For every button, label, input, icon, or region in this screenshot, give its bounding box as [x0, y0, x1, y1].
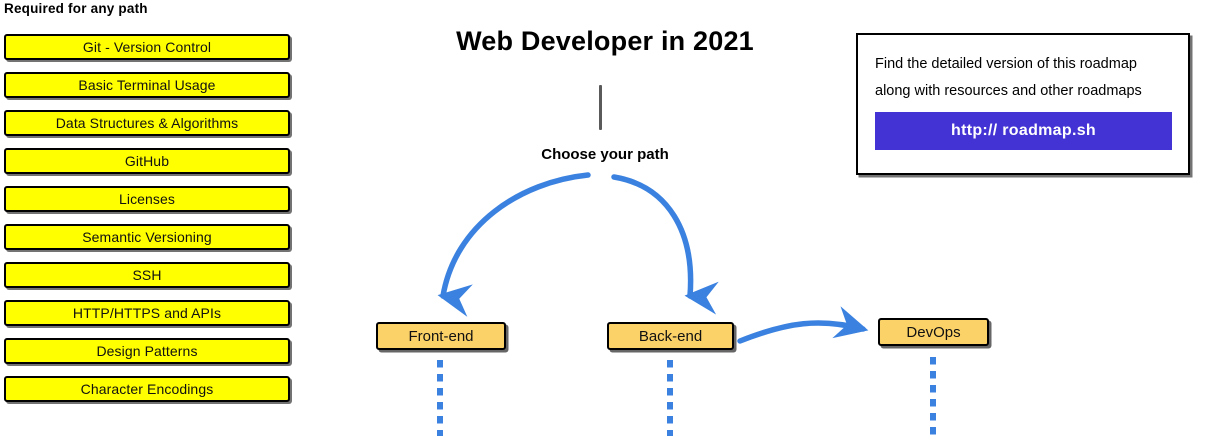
title-stem-line — [599, 85, 602, 130]
roadmap-link-button[interactable]: http:// roadmap.sh — [875, 112, 1172, 150]
path-box-back-end[interactable]: Back-end — [607, 322, 734, 350]
required-section-heading: Required for any path — [4, 1, 148, 16]
required-topic-label: Git - Version Control — [82, 39, 212, 55]
dotted-line-back-end — [667, 360, 673, 436]
path-box-label: Back-end — [638, 327, 703, 345]
required-topic-semantic-versioning[interactable]: Semantic Versioning — [4, 224, 290, 250]
required-topic-label: Data Structures & Algorithms — [55, 115, 239, 131]
arrow-to-frontend — [437, 172, 591, 317]
required-topic-label: Basic Terminal Usage — [78, 77, 216, 93]
path-box-label: DevOps — [906, 323, 961, 341]
required-topic-github[interactable]: GitHub — [4, 148, 290, 174]
dotted-line-front-end — [437, 360, 443, 436]
required-topic-http-https-apis[interactable]: HTTP/HTTPS and APIs — [4, 300, 290, 326]
choose-your-path-label: Choose your path — [541, 146, 669, 163]
arrow-to-backend — [611, 174, 719, 315]
required-topic-label: SSH — [132, 267, 162, 283]
required-topic-design-patterns[interactable]: Design Patterns — [4, 338, 290, 364]
required-topic-licenses[interactable]: Licenses — [4, 186, 290, 212]
page-title: Web Developer in 2021 — [456, 26, 754, 56]
required-topic-label: GitHub — [124, 153, 170, 169]
required-topic-label: Design Patterns — [96, 343, 198, 359]
path-box-label: Front-end — [408, 327, 474, 345]
roadmap-link-label: http:// roadmap.sh — [951, 122, 1096, 139]
path-box-front-end[interactable]: Front-end — [376, 322, 506, 350]
required-topic-character-encodings[interactable]: Character Encodings — [4, 376, 290, 402]
required-topics-list: Git - Version Control Basic Terminal Usa… — [4, 34, 290, 414]
info-box-line-2: along with resources and other roadmaps — [875, 83, 1142, 99]
arrow-backend-to-devops — [737, 306, 869, 344]
required-topic-ssh[interactable]: SSH — [4, 262, 290, 288]
dotted-line-devops — [930, 357, 936, 436]
required-topic-label: Licenses — [118, 191, 176, 207]
info-box-line-1: Find the detailed version of this roadma… — [875, 56, 1137, 72]
required-topic-data-structures-algorithms[interactable]: Data Structures & Algorithms — [4, 110, 290, 136]
required-topic-label: HTTP/HTTPS and APIs — [72, 305, 222, 321]
info-box: Find the detailed version of this roadma… — [856, 33, 1190, 175]
required-topic-label: Character Encodings — [80, 381, 214, 397]
path-box-devops[interactable]: DevOps — [878, 318, 989, 346]
required-topic-basic-terminal-usage[interactable]: Basic Terminal Usage — [4, 72, 290, 98]
required-topic-label: Semantic Versioning — [82, 229, 212, 245]
required-topic-git[interactable]: Git - Version Control — [4, 34, 290, 60]
